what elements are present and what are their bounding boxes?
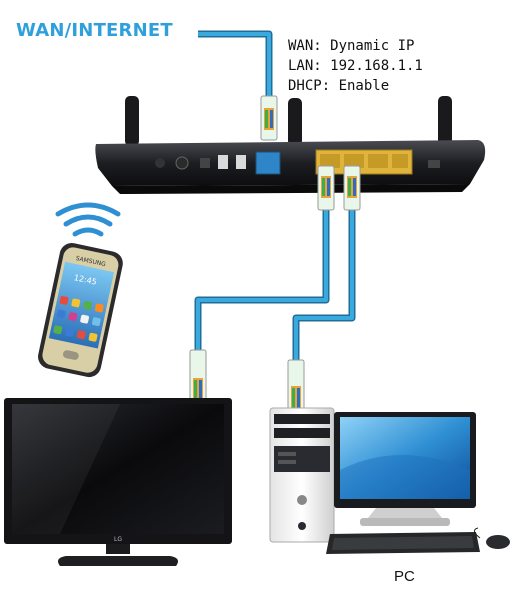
tv-neck xyxy=(106,544,130,554)
cables xyxy=(194,30,356,360)
wan-connector-icon xyxy=(260,95,278,141)
usb-port-2-icon xyxy=(236,155,246,169)
front-panel xyxy=(274,446,330,472)
tower-power-button-icon xyxy=(298,522,306,530)
router-body xyxy=(95,140,486,186)
tv-screen xyxy=(12,404,224,534)
pc-tower xyxy=(269,407,335,543)
router-antenna-middle xyxy=(288,98,302,146)
lan-ip-text: LAN: 192.168.1.1 xyxy=(288,58,423,74)
router-antenna-left xyxy=(125,96,139,146)
dhcp-status-text: DHCP: Enable xyxy=(288,78,390,94)
wifi-signal-icon xyxy=(55,202,121,237)
phone-screen xyxy=(48,261,115,349)
optical-drive-1 xyxy=(274,414,330,424)
lan-connector-2-icon xyxy=(343,165,361,211)
pc-monitor xyxy=(334,412,476,526)
power-port-icon xyxy=(155,158,165,168)
wifi-switch-icon xyxy=(200,158,210,168)
pc-connector-icon xyxy=(287,359,305,423)
router xyxy=(95,96,486,194)
pc-label: PC xyxy=(394,568,415,585)
wan-internet-label: WAN/INTERNET xyxy=(16,20,173,41)
phone-app-icons xyxy=(53,296,104,342)
lan-connector-1-icon xyxy=(317,165,335,211)
phone-home-button-icon xyxy=(62,350,79,360)
keyboard xyxy=(326,532,480,554)
optical-drive-2 xyxy=(274,428,330,438)
smartphone: SAMSUNG 12:45 xyxy=(38,243,123,378)
router-antenna-right xyxy=(438,96,452,146)
wan-cable xyxy=(198,30,273,96)
tv: LG xyxy=(4,398,232,566)
reset-button-icon xyxy=(428,160,440,168)
wan-mode-text: WAN: Dynamic IP xyxy=(288,38,415,54)
router-back-panel xyxy=(155,149,440,175)
usb-port-1-icon xyxy=(218,155,228,169)
router-config-info: WAN: Dynamic IP LAN: 192.168.1.1 DHCP: E… xyxy=(288,36,423,96)
lan-cable-pc xyxy=(292,200,356,360)
wan-port-icon xyxy=(255,151,281,175)
tower-logo-icon xyxy=(297,495,307,505)
tv-stand xyxy=(58,556,178,566)
power-button-icon xyxy=(175,156,189,170)
mouse-icon xyxy=(486,535,510,549)
tv-brand-text: LG xyxy=(114,536,122,543)
monitor-stand xyxy=(368,508,442,518)
monitor-base xyxy=(360,518,450,526)
lan-cable-tv xyxy=(194,200,330,350)
